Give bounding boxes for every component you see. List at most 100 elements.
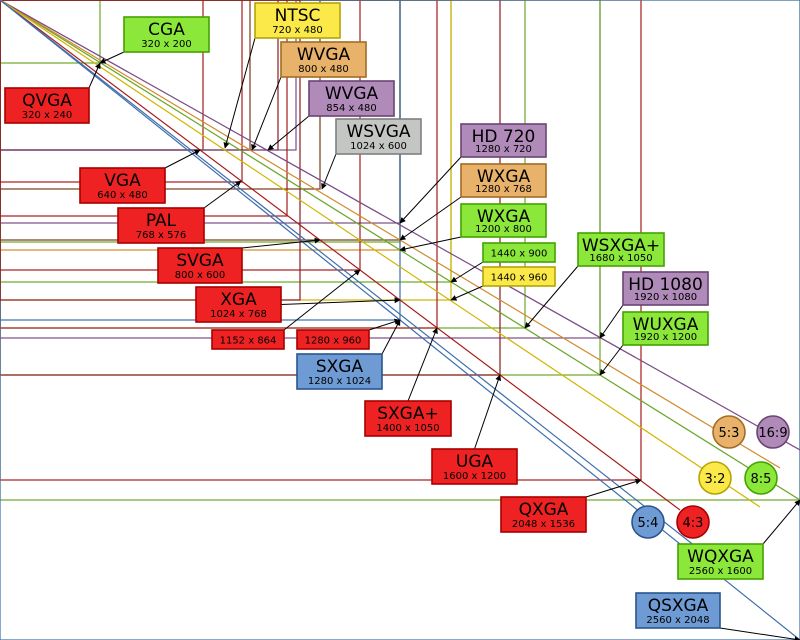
resolution-size-label: 720 x 480 <box>272 25 322 36</box>
resolution-name-label: UGA <box>456 452 494 472</box>
diagonal-line-3 <box>0 0 781 469</box>
ratio-label: 3:2 <box>705 472 726 487</box>
ratio-label: 5:3 <box>719 426 740 441</box>
resolution-size-label: 2048 x 1536 <box>512 519 575 530</box>
pointer-arrows <box>88 37 800 640</box>
arrow-sxga <box>381 319 401 355</box>
arrow-xga <box>280 297 401 305</box>
arrow-wxga-800 <box>399 236 462 252</box>
resolution-name-label: WXGA <box>477 167 531 187</box>
resolution-name-label: WVGA <box>325 84 379 104</box>
arrow-wqxga <box>762 499 800 545</box>
resolution-name-label: WVGA <box>297 45 351 65</box>
resolution-box-bg <box>622 271 709 306</box>
resolution-size-label: 1280 x 960 <box>305 336 362 347</box>
resolution-box-r1440x900: 1440 x 900 <box>482 242 556 263</box>
arrow-wxga-768 <box>399 196 462 241</box>
resolution-size-label: 1280 x 1024 <box>308 376 371 387</box>
diagonal-line-4 <box>0 0 800 451</box>
resolution-box-bg <box>117 207 205 244</box>
resolution-box-bg <box>308 80 395 117</box>
resolution-name-label: WSXGA+ <box>582 236 660 256</box>
resolution-box-bg <box>577 232 665 267</box>
resolution-box-bg <box>460 203 547 238</box>
resolution-size-label: 768 x 576 <box>136 230 186 241</box>
resolution-size-label: 1024 x 600 <box>350 141 407 152</box>
resolution-name-label: VGA <box>104 171 141 191</box>
resolution-box-bg <box>364 400 452 437</box>
resolution-box-bg <box>296 353 383 390</box>
resolution-box-r1152x864: 1152 x 864 <box>211 329 285 350</box>
resolution-size-label: 1280 x 720 <box>475 144 532 155</box>
resolution-box-bg <box>157 247 243 284</box>
resolution-name-label: HD 720 <box>472 127 536 147</box>
arrow-hd1080 <box>599 304 624 339</box>
ratio-label: 4:3 <box>683 516 704 531</box>
resolution-name-label: PAL <box>146 211 177 231</box>
resolution-size-label: 1680 x 1050 <box>589 253 652 264</box>
arrow-svga <box>241 237 321 249</box>
ratio-circle-bg <box>712 415 746 449</box>
ratio-circle-r5-3: 5:3 <box>712 415 746 449</box>
ratio-circle-bg <box>676 505 710 539</box>
guide-rect-17 <box>0 0 438 329</box>
resolution-size-label: 2560 x 2048 <box>646 615 709 626</box>
resolution-size-label: 1200 x 800 <box>475 224 532 235</box>
resolution-name-label: QSXGA <box>648 596 709 616</box>
arrow-qvga <box>88 62 101 89</box>
ratio-circle-r16-9: 16:9 <box>756 415 790 449</box>
arrow-hd720 <box>399 156 462 224</box>
ratio-label: 8:5 <box>751 472 772 487</box>
arrow-r1440x900 <box>450 261 484 283</box>
arrow-sxgaplus <box>407 327 438 402</box>
arrow-r1440x960 <box>450 285 484 301</box>
resolution-box-bg <box>677 543 764 580</box>
resolution-name-label: SXGA <box>316 357 364 377</box>
resolution-box-bg <box>482 242 556 263</box>
ratio-circle-r8-5: 8:5 <box>744 461 778 495</box>
resolution-box-bg <box>635 592 721 629</box>
resolution-size-label: 320 x 200 <box>141 39 191 50</box>
resolution-box-bg <box>123 16 210 53</box>
arrow-wvga-800 <box>251 76 282 151</box>
resolution-size-label: 2560 x 1600 <box>689 566 752 577</box>
arrow-r1152x864 <box>283 269 361 331</box>
arrow-qxga <box>585 478 642 498</box>
resolution-size-label: 1600 x 1200 <box>443 471 506 482</box>
guide-rect-0 <box>0 0 101 64</box>
resolution-box-bg <box>195 286 282 323</box>
resolution-size-label: 1400 x 1050 <box>376 423 439 434</box>
diagonal-line-5 <box>0 0 761 508</box>
diagonal-line-6 <box>0 0 701 551</box>
ratio-circle-r4-3: 4:3 <box>676 505 710 539</box>
arrow-vga <box>164 149 201 169</box>
resolution-size-label: 1440 x 960 <box>491 273 548 284</box>
resolution-box-sxgaplus: SXGA+1400 x 1050 <box>364 400 452 437</box>
resolution-box-bg <box>622 311 709 346</box>
resolution-name-label: WQXGA <box>687 547 754 567</box>
resolution-size-label: 800 x 480 <box>298 64 348 75</box>
resolution-name-label: SVGA <box>176 251 224 271</box>
resolution-name-label: HD 1080 <box>628 275 703 295</box>
resolution-box-bg <box>431 448 518 485</box>
resolution-name-label: SXGA+ <box>377 404 438 424</box>
ratio-circle-bg <box>698 461 732 495</box>
resolution-box-bg <box>335 118 422 155</box>
resolution-size-label: 854 x 480 <box>326 103 376 114</box>
resolution-name-label: WXGA <box>477 207 531 227</box>
resolution-box-bg <box>211 329 285 350</box>
ratio-circle-bg <box>756 415 790 449</box>
